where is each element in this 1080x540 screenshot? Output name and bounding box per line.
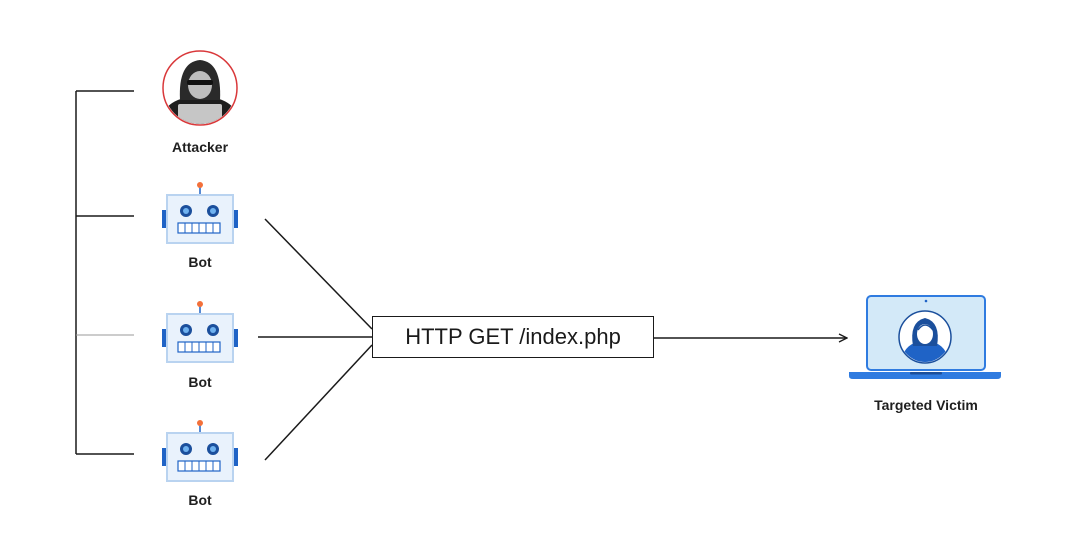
attacker-label: Attacker — [171, 139, 229, 155]
bot-icon — [162, 182, 238, 244]
bot-label: Bot — [188, 374, 212, 390]
bot-icon — [162, 420, 238, 482]
bot-label: Bot — [188, 254, 212, 270]
command-bracket — [75, 90, 134, 455]
bot-label: Bot — [188, 492, 212, 508]
bot-request-connectors — [258, 218, 373, 461]
victim-avatar-icon — [898, 310, 952, 364]
victim-label: Targeted Victim — [874, 397, 978, 413]
attacker-icon — [162, 50, 238, 126]
http-request-label: HTTP GET /index.php — [405, 324, 621, 349]
bot-icon — [162, 301, 238, 363]
http-request-box: HTTP GET /index.php — [372, 316, 654, 358]
